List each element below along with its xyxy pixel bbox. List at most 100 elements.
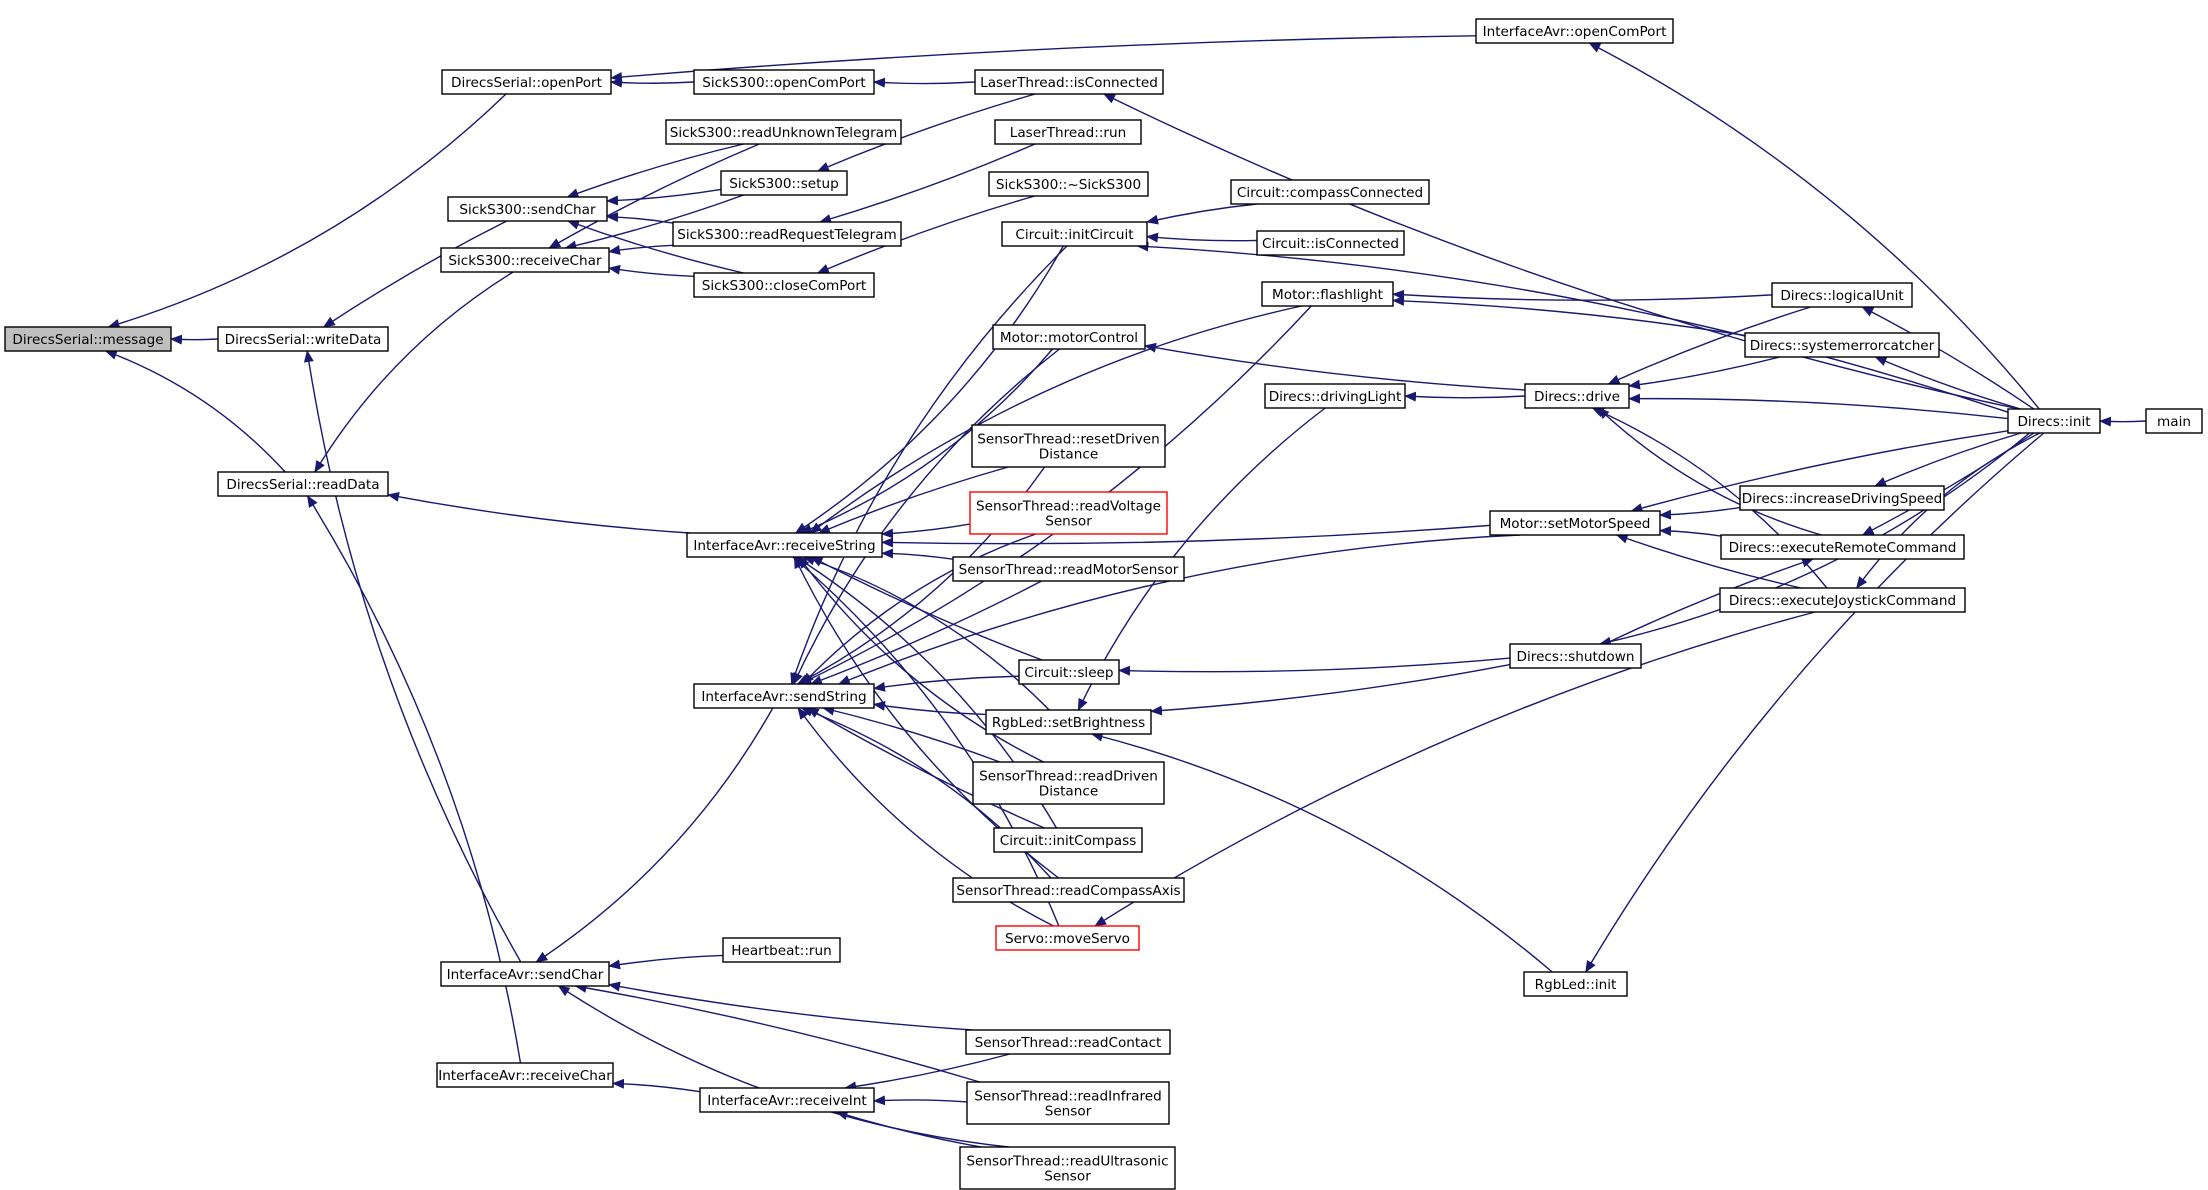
node-readUnknown[interactable]: SickS300::readUnknownTelegram: [665, 119, 902, 145]
edge-direcsInit-to-rgbInit: [1585, 432, 2045, 973]
call-arrow: [799, 348, 1054, 534]
node-label: SensorThread::readUltrasonic: [966, 1154, 1168, 1170]
node-sendCharSick[interactable]: SickS300::sendChar: [447, 196, 608, 222]
node-writeData[interactable]: DirecsSerial::writeData: [217, 326, 389, 352]
node-box: [436, 1062, 614, 1088]
node-box: [447, 196, 608, 222]
edge-openComPortSick-to-openPort: [610, 77, 695, 88]
node-label: Direcs::increaseDrivingSpeed: [1742, 491, 1942, 507]
node-openComPortSick[interactable]: SickS300::openComPort: [693, 69, 875, 95]
node-logicalUnit[interactable]: Direcs::logicalUnit: [1771, 282, 1913, 308]
call-arrow: [1094, 611, 1816, 927]
call-arrow: [608, 244, 674, 255]
edge-writeData-to-message: [170, 334, 219, 345]
node-box: [952, 877, 1185, 903]
node-heartbeatRun[interactable]: Heartbeat::run: [722, 937, 841, 963]
node-receiveString[interactable]: InterfaceAvr::receiveString: [686, 532, 883, 558]
node-increaseDrivingSpeed[interactable]: Direcs::increaseDrivingSpeed: [1739, 485, 1945, 511]
node-message[interactable]: DirecsSerial::message: [4, 326, 172, 352]
node-executeJoystick[interactable]: Direcs::executeJoystickCommand: [1719, 587, 1966, 613]
node-label: SickS300::closeComPort: [702, 278, 867, 294]
node-box: [1523, 971, 1628, 997]
node-circuitSleep[interactable]: Circuit::sleep: [1018, 659, 1120, 685]
node-laserIsConnected[interactable]: LaserThread::isConnected: [974, 69, 1164, 95]
call-arrow: [608, 981, 973, 1031]
node-box: [4, 326, 172, 352]
node-readContact[interactable]: SensorThread::readContact: [965, 1029, 1171, 1055]
call-arrow: [107, 93, 507, 329]
node-label: Circuit::initCompass: [1000, 833, 1137, 849]
node-label: Sensor: [1044, 1169, 1091, 1185]
node-box: [992, 324, 1146, 350]
node-label: Direcs::drive: [1534, 389, 1620, 405]
node-openComPortAvr[interactable]: InterfaceAvr::openComPort: [1475, 18, 1674, 44]
node-direcsInit[interactable]: Direcs::init: [2007, 408, 2101, 434]
node-setBrightness[interactable]: RgbLed::setBrightness: [985, 709, 1152, 735]
edge-laserIsConnected-to-setupSick: [816, 93, 1036, 172]
edge-readUltrasonic-to-receiveInt: [835, 1110, 981, 1148]
node-receiveInt[interactable]: InterfaceAvr::receiveInt: [699, 1087, 875, 1113]
edge-readInfrared-to-receiveInt: [873, 1095, 968, 1106]
node-moveServo[interactable]: Servo::moveServo: [995, 925, 1140, 951]
node-sickDestructor[interactable]: SickS300::~SickS300: [988, 171, 1149, 197]
node-box: [1771, 282, 1913, 308]
node-box: [971, 424, 1166, 468]
node-box: [693, 683, 875, 709]
node-shutdown[interactable]: Direcs::shutdown: [1509, 643, 1642, 669]
node-laserRun[interactable]: LaserThread::run: [994, 119, 1142, 145]
node-rgbInit[interactable]: RgbLed::init: [1523, 971, 1628, 997]
node-circuitIsConnected[interactable]: Circuit::isConnected: [1256, 230, 1405, 256]
edge-executeJoystick-to-setMotorSpeed: [1615, 533, 1801, 589]
edge-laserRun-to-readRequest: [819, 143, 1036, 224]
node-label: LaserThread::run: [1010, 125, 1126, 141]
node-systemerrorcatcher[interactable]: Direcs::systemerrorcatcher: [1744, 332, 1940, 358]
edge-setupSick-to-sendCharSick: [606, 188, 722, 206]
node-label: SickS300::sendChar: [459, 202, 596, 218]
node-initCircuit[interactable]: Circuit::initCircuit: [1001, 221, 1148, 247]
edge-resetDriven-to-receiveString: [818, 466, 1009, 534]
node-box: [440, 247, 610, 273]
node-readMotorSensor[interactable]: SensorThread::readMotorSensor: [952, 556, 1185, 582]
call-arrow: [170, 334, 219, 345]
node-readCompassAxis[interactable]: SensorThread::readCompassAxis: [952, 877, 1185, 903]
node-drivingLight[interactable]: Direcs::drivingLight: [1264, 383, 1406, 409]
node-box: [988, 171, 1149, 197]
call-arrow: [606, 212, 674, 224]
node-label: SensorThread::readInfrared: [974, 1089, 1162, 1105]
node-executeRemote[interactable]: Direcs::executeRemoteCommand: [1720, 534, 1965, 560]
node-receiveCharAvr[interactable]: InterfaceAvr::receiveChar: [436, 1062, 614, 1088]
node-motorControl[interactable]: Motor::motorControl: [992, 324, 1146, 350]
node-drive[interactable]: Direcs::drive: [1524, 383, 1630, 409]
node-box: [686, 532, 883, 558]
edge-direcsInit-to-drive: [1628, 393, 2009, 420]
edge-readMotorSensor-to-receiveString: [881, 548, 954, 560]
edge-moveServo-to-sendString: [797, 707, 1054, 927]
node-box: [693, 272, 875, 298]
node-box: [959, 1146, 1176, 1190]
node-box: [1720, 534, 1965, 560]
edge-receiveInt-to-receiveCharAvr: [612, 1078, 701, 1093]
node-setMotorSpeed[interactable]: Motor::setMotorSpeed: [1489, 510, 1661, 536]
node-closeComPort[interactable]: SickS300::closeComPort: [693, 272, 875, 298]
node-label: Direcs::shutdown: [1517, 649, 1635, 665]
node-initCompass[interactable]: Circuit::initCompass: [993, 827, 1143, 853]
node-setupSick[interactable]: SickS300::setup: [720, 170, 848, 196]
node-readData[interactable]: DirecsSerial::readData: [217, 471, 389, 497]
node-sendString[interactable]: InterfaceAvr::sendString: [693, 683, 875, 709]
node-sendCharAvr[interactable]: InterfaceAvr::sendChar: [440, 961, 610, 987]
node-readRequest[interactable]: SickS300::readRequestTelegram: [672, 221, 902, 247]
call-arrow: [835, 1110, 981, 1148]
node-flashlight[interactable]: Motor::flashlight: [1261, 281, 1394, 307]
node-main[interactable]: main: [2145, 408, 2203, 434]
node-receiveCharSick[interactable]: SickS300::receiveChar: [440, 247, 610, 273]
call-arrow: [608, 954, 724, 970]
node-openPort[interactable]: DirecsSerial::openPort: [441, 69, 612, 95]
edge-readVoltage-to-receiveString: [881, 523, 971, 539]
node-compassConnected[interactable]: Circuit::compassConnected: [1230, 179, 1430, 205]
node-label: LaserThread::isConnected: [980, 75, 1158, 91]
